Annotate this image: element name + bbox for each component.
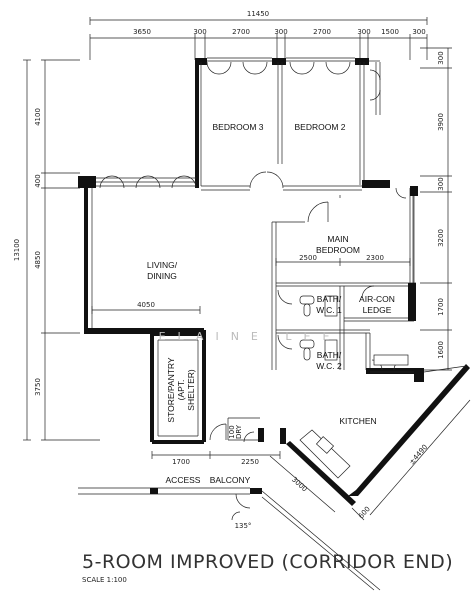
inner-dimensions (91, 258, 471, 521)
dim-right-1: 3900 (437, 113, 445, 131)
dim-left-0: 4100 (34, 108, 42, 126)
label-balcony: BALCONY (210, 475, 251, 485)
label-bedroom-3: BEDROOM 3 (212, 122, 263, 132)
dim-bottom-b: 2250 (241, 458, 259, 466)
label-store-3: SHELTER) (186, 369, 196, 411)
label-store-1: STORE/PANTRY (166, 357, 176, 423)
label-aircon-2: LEDGE (363, 305, 392, 315)
dim-left-total: 13100 (13, 239, 21, 261)
dim-top-6: 1500 (381, 28, 399, 36)
dim-top-7: 300 (412, 28, 425, 36)
dim-right-4: 1700 (437, 298, 445, 316)
label-aircon-1: AIR-CON (359, 294, 395, 304)
dim-top-5: 300 (357, 28, 370, 36)
dim-kitchen-diag: 3000 (290, 476, 309, 494)
label-living-1: LIVING/ (147, 260, 178, 270)
label-bath-1b: W.C. 1 (316, 305, 342, 315)
label-bath-1a: BATH/ (317, 294, 342, 304)
windows (96, 57, 414, 373)
label-store-2: (APT. (176, 380, 186, 401)
dim-top-4: 2700 (313, 28, 331, 36)
dim-top-2: 2700 (232, 28, 250, 36)
dim-mb-a: 2500 (299, 254, 317, 262)
dim-top-3: 300 (274, 28, 287, 36)
label-kitchen: KITCHEN (339, 416, 376, 426)
dim-right-5: 1600 (437, 341, 445, 359)
dim-angle: 135° (235, 522, 252, 530)
walls (78, 58, 470, 506)
corridor (78, 487, 381, 591)
dim-kitchen-short: 600 (357, 505, 372, 520)
plan-scale: SCALE 1:100 (82, 576, 127, 584)
dim-right-0: 300 (437, 51, 445, 64)
dim-left-1: 400 (34, 174, 42, 187)
left-dimensions: 13100 4100 400 4850 3750 (13, 59, 100, 441)
dim-mb-b: 2300 (366, 254, 384, 262)
watermark: ELAINE LEE (159, 330, 342, 343)
doors (99, 61, 407, 509)
label-main-bedroom-1: MAIN (327, 234, 348, 244)
dim-left-2: 4850 (34, 251, 42, 269)
top-dimensions: 11450 3650 300 2700 300 2700 300 1500 30… (89, 10, 428, 60)
dim-living-w: 4050 (137, 301, 155, 309)
dim-bottom-a: 1700 (172, 458, 190, 466)
label-bay: 100 (228, 425, 236, 438)
label-main-bedroom-2: BEDROOM (316, 245, 360, 255)
dim-right-3: 3200 (437, 229, 445, 247)
dim-top-0: 3650 (133, 28, 151, 36)
right-dimensions: 300 3900 300 3200 1700 1600 (420, 47, 452, 371)
label-living-2: DINING (147, 271, 177, 281)
dim-top-1: 300 (193, 28, 206, 36)
dim-overall-width: 11450 (247, 10, 269, 18)
dim-kitchen-long: ±4490 (408, 443, 430, 466)
dim-right-2: 300 (437, 177, 445, 190)
label-access: ACCESS (166, 475, 201, 485)
label-bedroom-2: BEDROOM 2 (294, 122, 345, 132)
plan-title: 5-ROOM IMPROVED (CORRIDOR END) (82, 551, 453, 573)
label-bath-2a: BATH/ (317, 350, 342, 360)
label-bath-2b: W.C. 2 (316, 361, 342, 371)
label-dry: DRY (235, 424, 243, 439)
fixtures (299, 295, 409, 479)
dim-left-3: 3750 (34, 378, 42, 396)
